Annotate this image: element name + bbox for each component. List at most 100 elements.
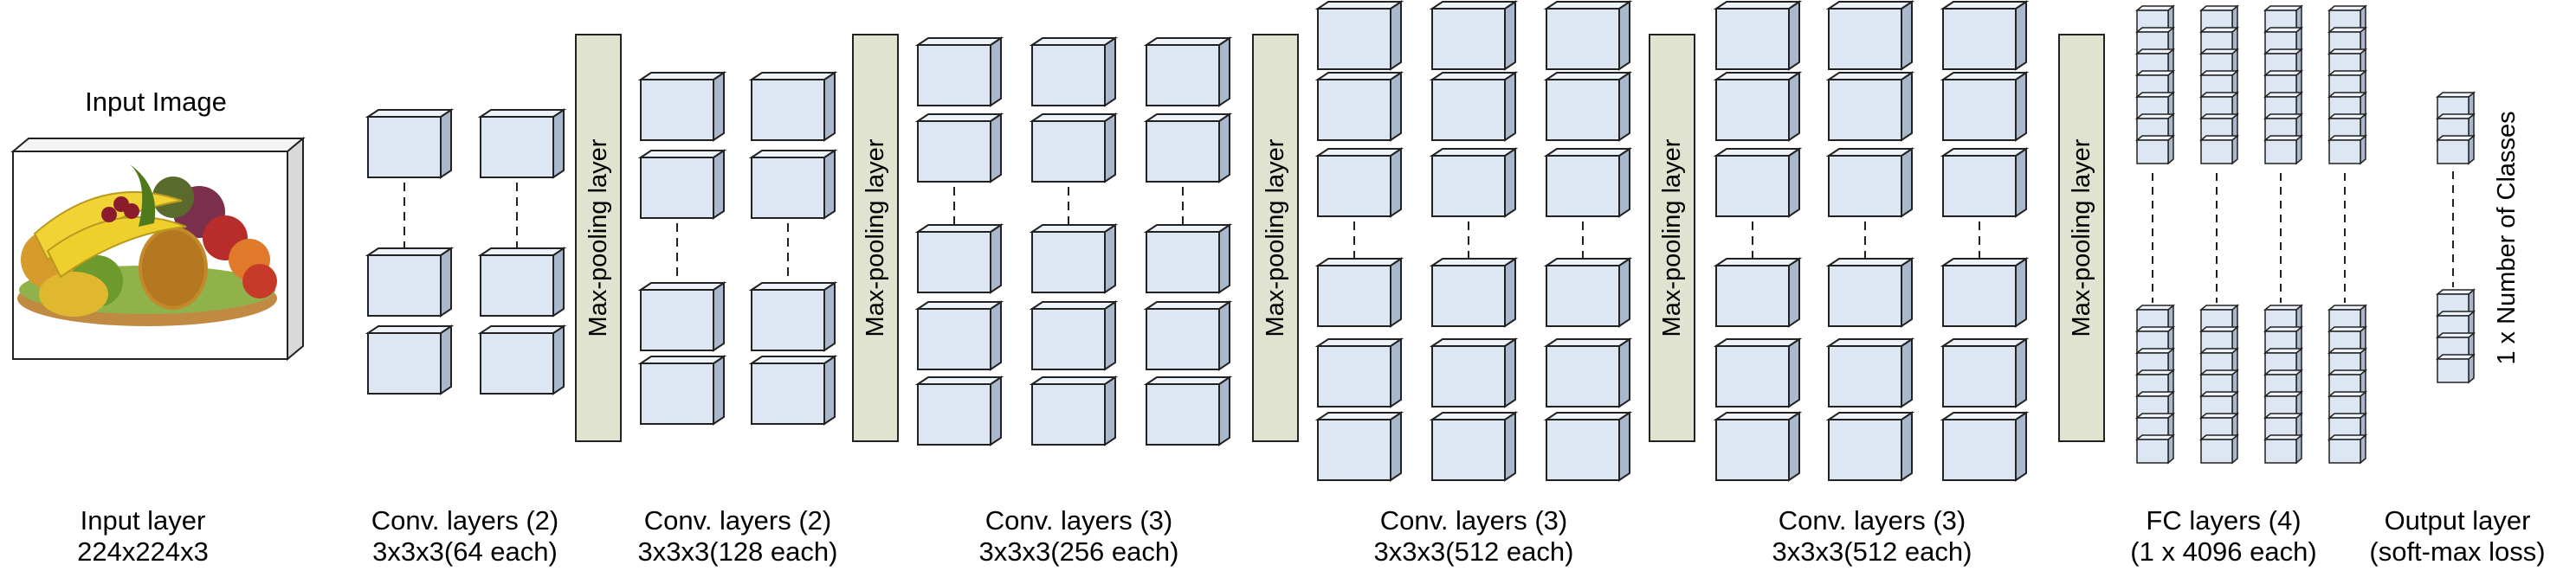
input-image-box (10, 136, 306, 362)
stage-label-line2: 3x3x3(512 each) (1772, 536, 1972, 567)
feature-map-block (1146, 224, 1230, 293)
stage-label-line1: Conv. layers (3) (985, 505, 1173, 536)
neuron-unit (2200, 135, 2238, 164)
feature-map-block (917, 376, 1002, 446)
feature-map-block (640, 282, 725, 351)
feature-map-block (1828, 1, 1913, 70)
feature-map-block (1942, 412, 2027, 481)
feature-map-block (1546, 258, 1630, 327)
stage-label-line1: Output layer (2385, 505, 2531, 536)
pooling-label: Max-pooling layer (2068, 138, 2095, 337)
feature-map-block (1715, 338, 1800, 408)
feature-map-block (1942, 1, 2027, 70)
feature-map-block (1431, 1, 1516, 70)
feature-map-block (1828, 412, 1913, 481)
stage-label-line2: 3x3x3(512 each) (1374, 536, 1574, 567)
stage-label-line1: Conv. layers (3) (1380, 505, 1568, 536)
fc-layer-column (2200, 5, 2238, 464)
feature-map-block (367, 325, 452, 395)
stage-label-line1: Conv. layers (2) (644, 505, 832, 536)
feature-map-block (1317, 338, 1402, 408)
fruit-basket-image (17, 164, 277, 326)
feature-map-block (640, 356, 725, 425)
feature-map-block (1546, 148, 1630, 217)
neuron-unit (2264, 135, 2302, 164)
feature-map-block (480, 109, 565, 178)
feature-map-block (1546, 1, 1630, 70)
stage-label-line1: FC layers (4) (2146, 505, 2301, 536)
feature-map-block (1031, 376, 1116, 446)
feature-map-block (1146, 376, 1230, 446)
fc-layer-column (2136, 5, 2174, 464)
feature-map-block (367, 247, 452, 317)
feature-map-block (917, 113, 1002, 183)
feature-map-block (1715, 72, 1800, 141)
feature-map-block (1942, 148, 2027, 217)
stage-label-line1: Conv. layers (2) (371, 505, 559, 536)
feature-map-block (1031, 301, 1116, 370)
stage-label-line2: (soft-max loss) (2369, 536, 2545, 567)
stage-label-line2: 3x3x3(64 each) (372, 536, 558, 567)
max-pooling-layer-5: Max-pooling layer (2058, 34, 2105, 442)
feature-map-block (751, 282, 836, 351)
feature-map-block (1031, 113, 1116, 183)
feature-map-block (1317, 72, 1402, 141)
input-layer-label: Input layer (81, 505, 206, 536)
feature-map-block (1031, 224, 1116, 293)
output-size-label: 1 x Number of Classes (2493, 111, 2521, 364)
feature-map-block (917, 37, 1002, 106)
pooling-label: Max-pooling layer (1262, 138, 1289, 337)
conv-stage-5 (1715, 1, 2027, 481)
feature-map-block (1942, 338, 2027, 408)
feature-map-block (1715, 258, 1800, 327)
max-pooling-layer-4: Max-pooling layer (1649, 34, 1695, 442)
feature-map-block (1146, 301, 1230, 370)
feature-map-block (1715, 412, 1800, 481)
neuron-unit (2328, 434, 2366, 464)
stage-label-line1: Conv. layers (3) (1779, 505, 1966, 536)
feature-map-block (1317, 412, 1402, 481)
feature-map-block (751, 72, 836, 141)
stage-label-line2: 3x3x3(128 each) (638, 536, 838, 567)
feature-map-block (367, 109, 452, 178)
feature-map-block (1828, 258, 1913, 327)
feature-map-block (480, 325, 565, 395)
feature-map-block (640, 150, 725, 219)
conv-stage-2 (640, 72, 836, 425)
feature-map-block (1828, 148, 1913, 217)
output-layer-column (2437, 92, 2475, 383)
feature-map-block (1317, 258, 1402, 327)
feature-map-block (640, 72, 725, 141)
feature-map-block (1942, 72, 2027, 141)
neuron-unit (2200, 434, 2238, 464)
feature-map-block (1546, 72, 1630, 141)
max-pooling-layer-1: Max-pooling layer (575, 34, 622, 442)
neuron-unit (2328, 135, 2366, 164)
feature-map-block (1146, 37, 1230, 106)
feature-map-block (1431, 412, 1516, 481)
input-image-title: Input Image (85, 87, 227, 117)
feature-map-block (1715, 1, 1800, 70)
neuron-unit (2264, 434, 2302, 464)
feature-map-block (751, 356, 836, 425)
feature-map-block (1546, 412, 1630, 481)
conv-stage-4 (1317, 1, 1630, 481)
feature-map-block (1828, 72, 1913, 141)
conv-stage-1 (367, 109, 565, 395)
feature-map-block (1431, 258, 1516, 327)
feature-map-block (1431, 72, 1516, 141)
stage-label-line2: 3x3x3(256 each) (979, 536, 1179, 567)
fc-layers (2136, 5, 2366, 464)
fc-layer-column (2328, 5, 2366, 464)
conv-stage-3 (917, 37, 1230, 446)
neuron-unit (2437, 135, 2475, 164)
stage-label-line2: (1 x 4096 each) (2130, 536, 2316, 567)
feature-map-block (1317, 148, 1402, 217)
feature-map-block (917, 224, 1002, 293)
feature-map-block (1431, 148, 1516, 217)
feature-map-block (1715, 148, 1800, 217)
feature-map-block (917, 301, 1002, 370)
pooling-label: Max-pooling layer (1658, 138, 1686, 337)
feature-map-block (1031, 37, 1116, 106)
neuron-unit (2437, 354, 2475, 383)
